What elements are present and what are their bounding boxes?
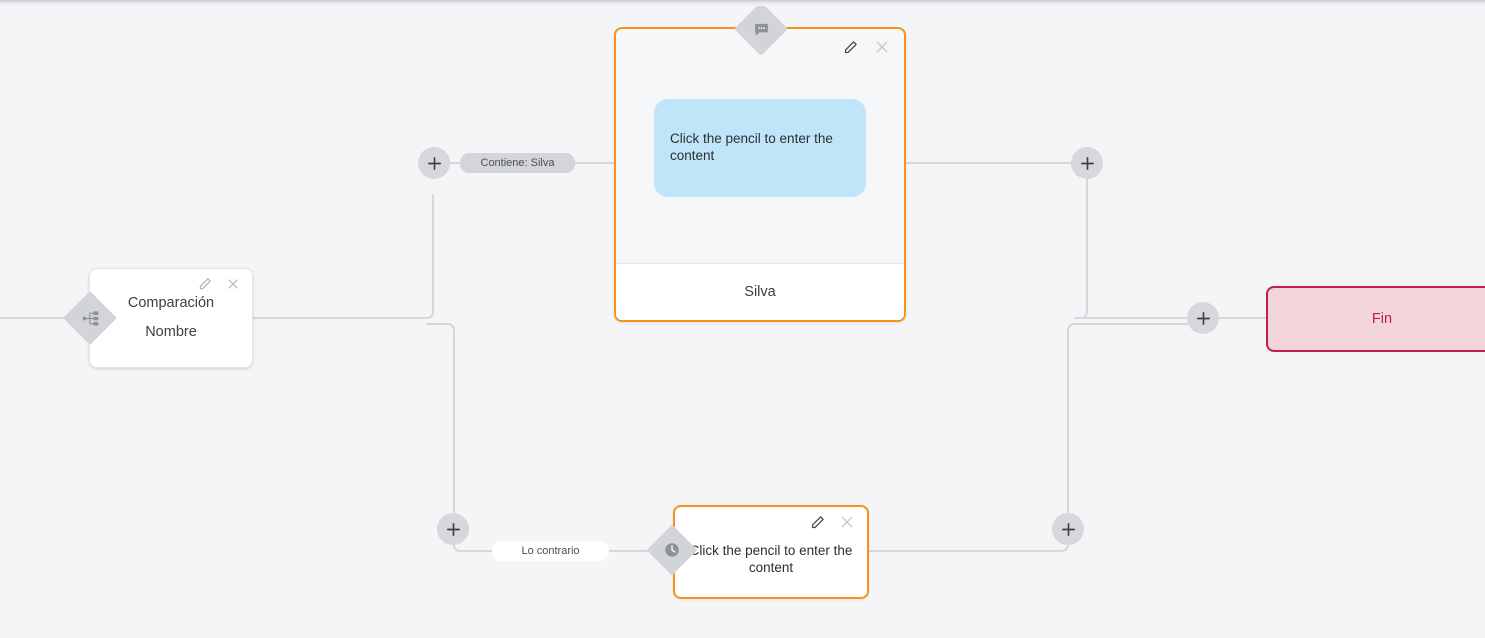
message-node[interactable]: Click the pencil to enter the content Si…	[614, 27, 906, 322]
pencil-icon[interactable]	[843, 40, 858, 55]
wait-node[interactable]: Click the pencil to enter the content	[673, 505, 869, 599]
comparison-node-body: Comparación Nombre	[90, 269, 252, 367]
close-icon[interactable]	[874, 39, 890, 55]
comparison-node-title: Comparación	[127, 295, 215, 312]
branch-icon	[71, 299, 109, 337]
close-icon[interactable]	[226, 277, 240, 291]
edge-plus-down-merge	[1074, 178, 1088, 319]
wait-node-actions	[810, 514, 855, 530]
end-node[interactable]: Fin	[1266, 286, 1485, 352]
edge-branch-false-down	[426, 323, 455, 514]
edge-plus-up-merge	[1067, 323, 1188, 514]
close-icon[interactable]	[839, 514, 855, 530]
chat-bubble-icon	[742, 10, 780, 48]
edge-branch-true-up	[426, 194, 434, 319]
pencil-icon[interactable]	[198, 277, 212, 291]
message-bubble: Click the pencil to enter the content	[654, 99, 866, 197]
edge-false-to-wait	[453, 544, 674, 552]
pencil-icon[interactable]	[810, 515, 825, 530]
edge-label-contains: Contiene: Silva	[460, 153, 575, 173]
add-step-button-branch-true[interactable]	[418, 147, 450, 179]
add-step-button-after-message[interactable]	[1071, 147, 1103, 179]
add-step-button-after-wait[interactable]	[1052, 513, 1084, 545]
message-node-footer: Silva	[616, 263, 904, 320]
add-step-button-before-end[interactable]	[1187, 302, 1219, 334]
chat-bubble-icon-handle[interactable]	[734, 2, 788, 56]
clock-icon	[654, 532, 690, 568]
end-node-label: Fin	[1371, 311, 1393, 327]
add-step-button-branch-false[interactable]	[437, 513, 469, 545]
branch-icon-handle[interactable]	[63, 291, 117, 345]
clock-icon-handle[interactable]	[646, 524, 698, 576]
comparison-node-actions	[198, 277, 240, 291]
comparison-node-subtitle: Nombre	[145, 324, 197, 340]
edge-label-otherwise: Lo contrario	[492, 541, 609, 561]
message-node-actions	[843, 39, 890, 55]
wait-node-text: Click the pencil to enter the content	[689, 542, 853, 575]
edge-wait-to-plus	[868, 544, 1069, 552]
message-node-content: Click the pencil to enter the content	[616, 29, 904, 263]
